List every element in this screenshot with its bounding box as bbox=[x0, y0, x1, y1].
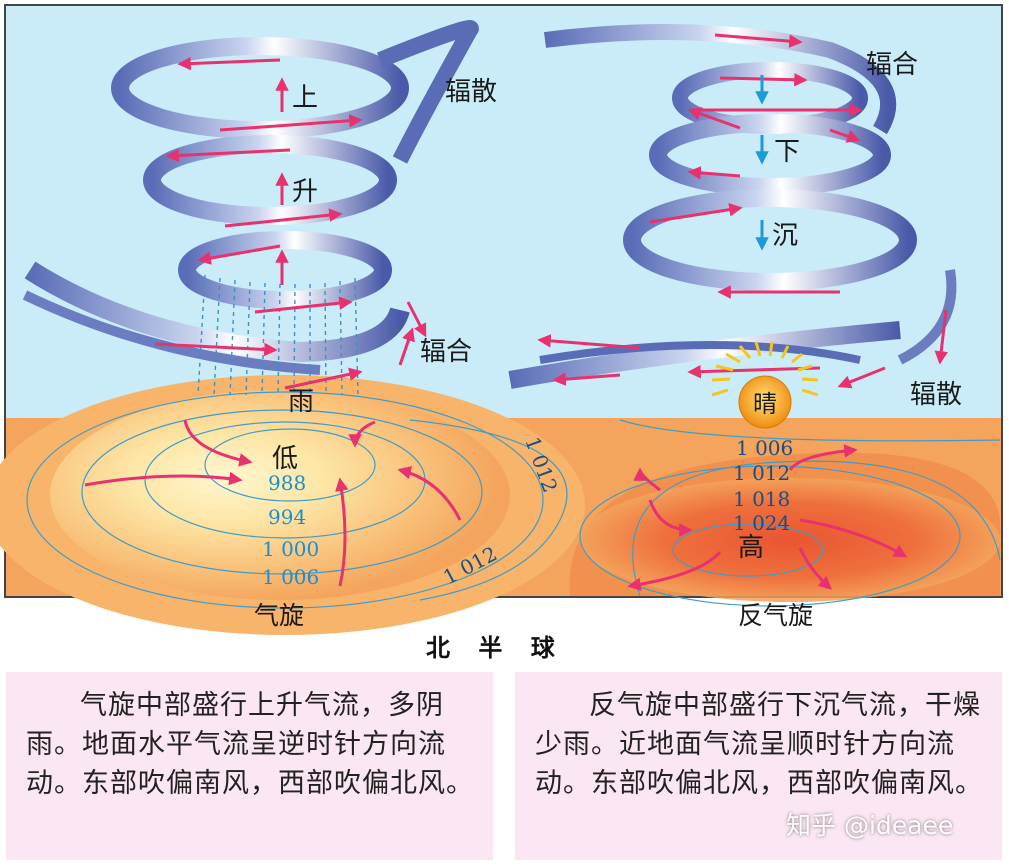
label-low: 低 bbox=[272, 444, 298, 474]
isobar-1024 bbox=[672, 523, 824, 577]
isobar-1018 bbox=[579, 465, 961, 607]
caption-cyclone: 气旋 bbox=[254, 601, 304, 630]
anticyclone-helix bbox=[508, 24, 957, 389]
label-up: 上 bbox=[292, 83, 318, 113]
hemisphere-title: 北 半 球 bbox=[426, 634, 565, 662]
isobar-label-high-1006: 1 006 bbox=[736, 436, 793, 460]
cyclone-description-panel: 气旋中部盛行上升气流，多阴雨。地面水平气流呈逆时针方向流动。东部吹偏南风，西部吹… bbox=[6, 672, 493, 860]
anticyclone-description: 反气旋中部盛行下沉气流，干燥少雨。近地面气流呈顺时针方向流动。东部吹偏北风，西部… bbox=[535, 690, 983, 799]
isobar-1012-low bbox=[409, 419, 568, 601]
sun-icon bbox=[711, 341, 819, 429]
label-sunny: 晴 bbox=[753, 390, 777, 418]
label-high: 高 bbox=[738, 533, 764, 563]
label-down: 下 bbox=[774, 137, 800, 167]
label-rain: 雨 bbox=[288, 387, 314, 417]
label-cyclone-converge: 辐合 bbox=[420, 337, 472, 367]
label-cyclone-diverge: 辐散 bbox=[445, 77, 497, 107]
cyclone-helix bbox=[22, 20, 479, 396]
isobar-label-high-1018: 1 018 bbox=[733, 487, 790, 511]
isobar-1006 bbox=[26, 391, 544, 609]
label-sink: 沉 bbox=[772, 221, 798, 251]
isobar-label-high-1012: 1 012 bbox=[733, 461, 790, 485]
label-anticyclone-diverge: 辐散 bbox=[910, 380, 962, 410]
isobar-988 bbox=[204, 428, 376, 502]
isobar-1006-high bbox=[619, 419, 1001, 442]
anticyclone-description-panel: 反气旋中部盛行下沉气流，干燥少雨。近地面气流呈顺时针方向流动。东部吹偏北风，西部… bbox=[515, 672, 1002, 860]
watermark: 知乎 @ideaee bbox=[786, 811, 954, 840]
surface-wind-arrows bbox=[84, 419, 908, 591]
cyclone-description: 气旋中部盛行上升气流，多阴雨。地面水平气流呈逆时针方向流动。东部吹偏南风，西部吹… bbox=[26, 690, 474, 799]
label-rise: 升 bbox=[292, 177, 318, 207]
isobar-label-high-1024: 1 024 bbox=[733, 511, 790, 535]
isobar-label-1006: 1 006 bbox=[262, 565, 319, 589]
isobar-1000 bbox=[81, 409, 483, 575]
diagram-frame bbox=[4, 4, 1003, 598]
caption-anticyclone: 反气旋 bbox=[738, 601, 813, 630]
isobar-label-1000: 1 000 bbox=[262, 537, 319, 561]
label-anticyclone-converge: 辐合 bbox=[866, 50, 918, 80]
isobar-1012-high bbox=[632, 460, 1001, 597]
surface-isobar-map bbox=[0, 375, 1001, 635]
isobar-label-988: 988 bbox=[268, 471, 306, 495]
isobar-label-994: 994 bbox=[268, 505, 306, 529]
rain-lines bbox=[197, 274, 359, 396]
